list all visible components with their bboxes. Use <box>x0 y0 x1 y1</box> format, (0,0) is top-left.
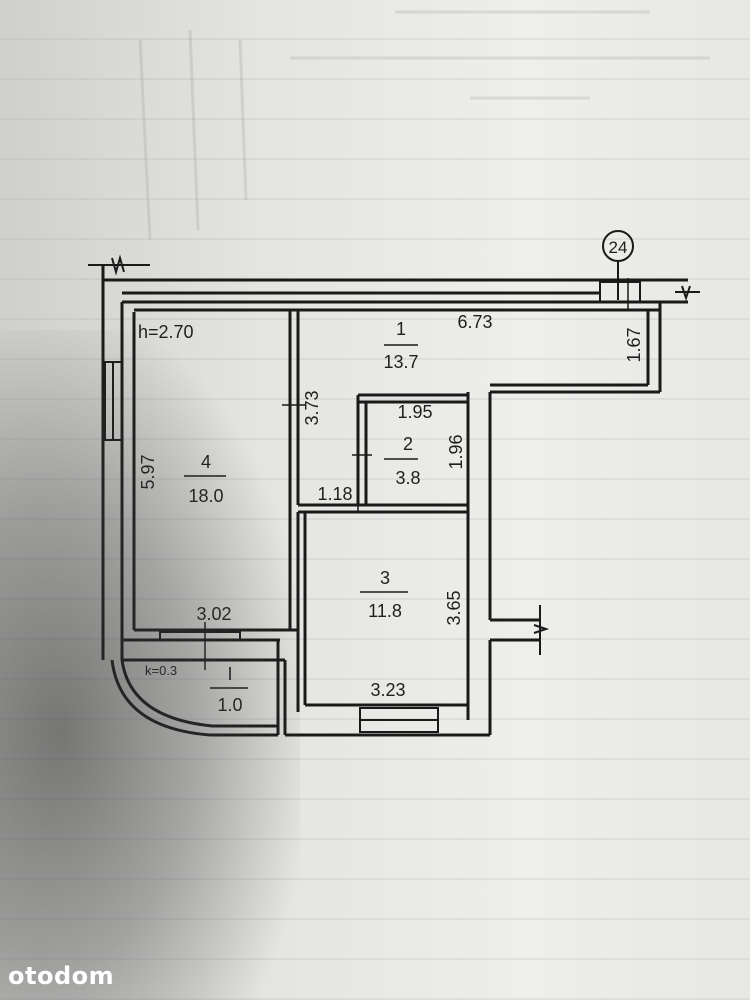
dim-3-23: 3.23 <box>370 680 405 700</box>
room-3-area: 11.8 <box>368 601 402 621</box>
break-marks <box>88 254 700 655</box>
room-3-number: 3 <box>380 568 390 588</box>
bleed-through-text <box>138 10 710 241</box>
room-1-area: 13.7 <box>383 352 418 372</box>
room-4-area: 18.0 <box>188 486 223 506</box>
room-2-number: 2 <box>403 434 413 454</box>
balcony-area: 1.0 <box>217 695 242 715</box>
dim-3-02: 3.02 <box>196 604 231 624</box>
balcony-number: I <box>227 664 232 684</box>
dim-5-97: 5.97 <box>138 454 158 489</box>
dim-6-73: 6.73 <box>457 312 492 332</box>
ceiling-height: h=2.70 <box>138 322 194 342</box>
dim-1-67: 1.67 <box>624 327 644 362</box>
balcony-coefficient: k=0.3 <box>145 663 177 678</box>
room-2-area: 3.8 <box>395 468 420 488</box>
axis-marker: 24 <box>602 230 634 300</box>
axis-marker-label: 24 <box>609 238 628 257</box>
dim-3-73: 3.73 <box>302 390 322 425</box>
room-4-number: 4 <box>201 452 211 472</box>
dim-1-18: 1.18 <box>317 484 352 504</box>
windows <box>104 281 641 733</box>
dim-3-65: 3.65 <box>444 590 464 625</box>
dim-1-96: 1.96 <box>446 434 466 469</box>
watermark-logo: otodom <box>8 962 115 990</box>
room-1-number: 1 <box>396 319 406 339</box>
dim-1-95: 1.95 <box>397 402 432 422</box>
